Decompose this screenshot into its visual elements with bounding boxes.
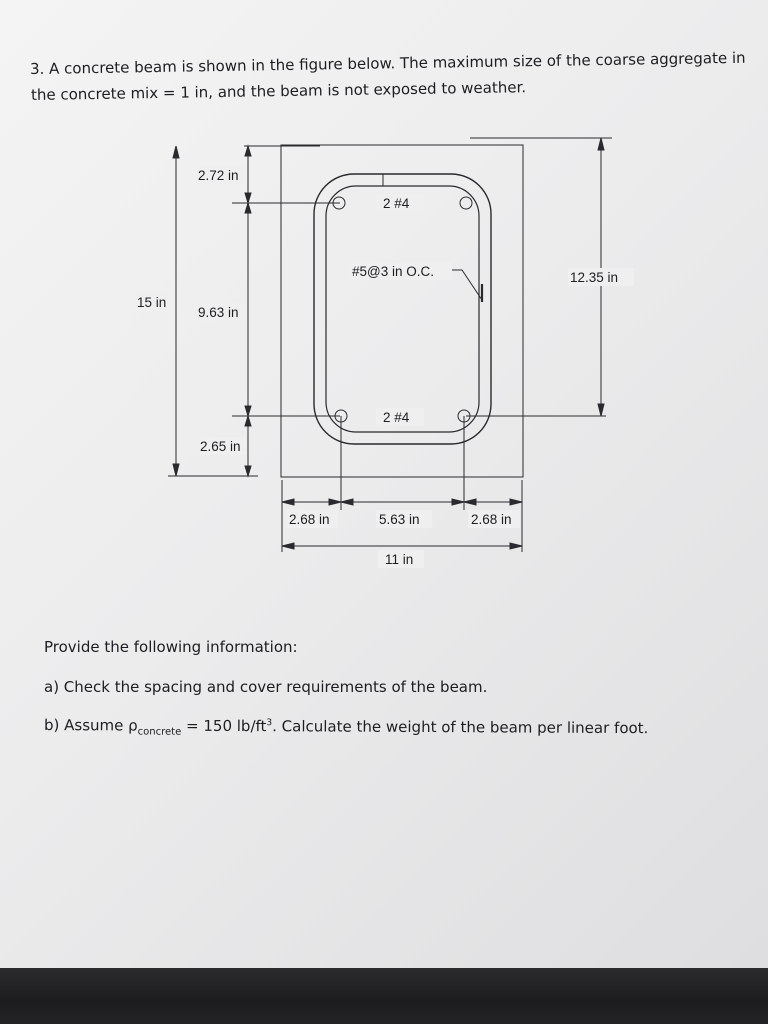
question-b-middle: = 150 lb/ft xyxy=(181,716,267,736)
rho-symbol: ρ xyxy=(128,716,138,735)
beam-outline xyxy=(280,144,524,478)
question-a: a) Check the spacing and cover requireme… xyxy=(44,678,488,696)
stirrup-inner xyxy=(325,185,480,433)
stirrup-label: #5@3 in O.C. xyxy=(352,264,434,279)
dim-effective-depth: 12.35 in xyxy=(570,270,618,285)
dim-total-width: 11 in xyxy=(385,552,413,567)
dim-middle: 9.63 in xyxy=(198,305,239,320)
beam-cross-section-figure: 2.72 in 9.63 in 2.65 in 15 in 12.35 in 2… xyxy=(135,137,634,568)
dim-total-height: 15 in xyxy=(137,295,166,310)
question-b: b) Assume ρconcrete = 150 lb/ft3. Calcul… xyxy=(43,716,649,740)
paper-sheet: 3. A concrete beam is shown in the figur… xyxy=(0,0,768,972)
question-b-suffix: . Calculate the weight of the beam per l… xyxy=(272,717,649,738)
dim-top-cover: 2.72 in xyxy=(198,168,239,183)
rho-subscript: concrete xyxy=(137,726,182,738)
stirrup-outer xyxy=(313,173,492,445)
top-bars-label: 2 #4 xyxy=(383,196,410,211)
dim-bottom-cover: 2.65 in xyxy=(200,439,241,454)
bottom-bars-label: 2 #4 xyxy=(383,410,410,425)
instructions-heading: Provide the following information: xyxy=(44,638,298,656)
dark-background-edge xyxy=(0,968,768,1024)
rebar-top-right xyxy=(459,196,473,210)
dim-right-offset: 2.68 in xyxy=(471,512,512,527)
dim-left-offset: 2.68 in xyxy=(289,512,330,527)
dim-bar-spacing: 5.63 in xyxy=(379,512,420,527)
question-b-prefix: b) Assume xyxy=(43,716,129,735)
